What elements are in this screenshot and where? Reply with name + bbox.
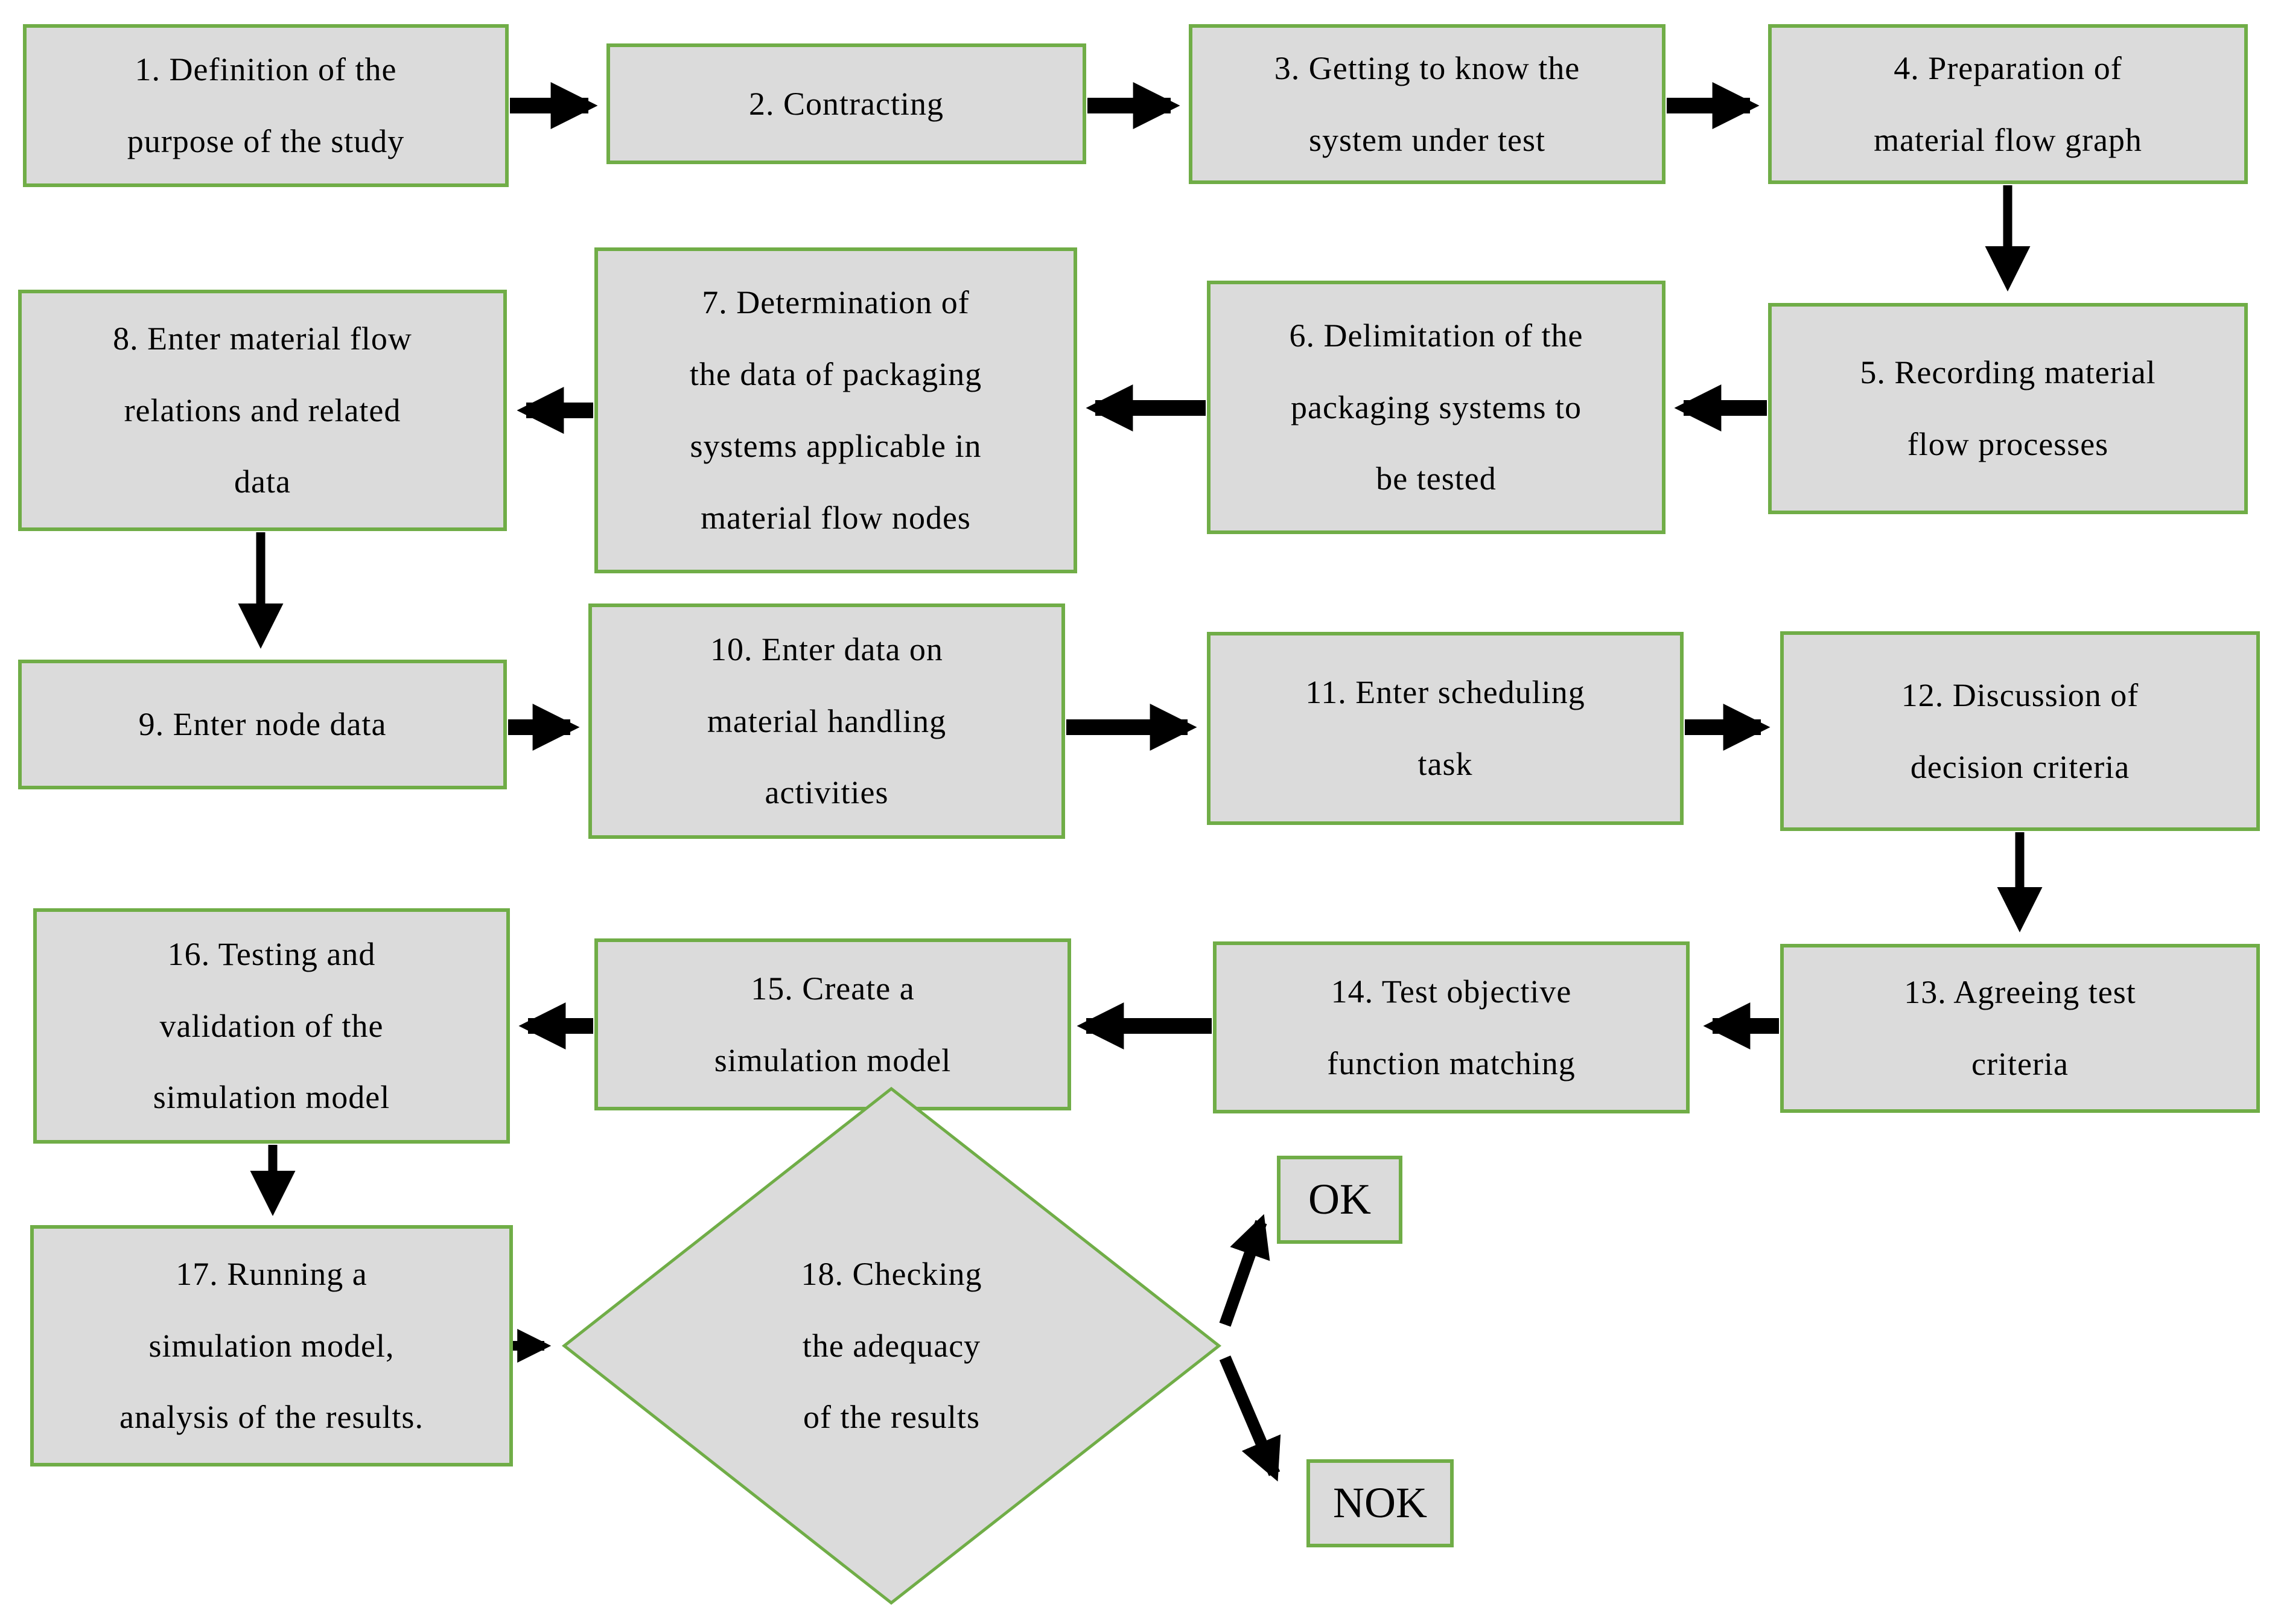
step-14-box: 14. Test objective function matching <box>1213 941 1690 1113</box>
step-16-box: 16. Testing and validation of the simula… <box>33 908 510 1144</box>
step-9-box: 9. Enter node data <box>18 660 507 789</box>
ok-label: OK <box>1308 1175 1371 1224</box>
step-9-label: 9. Enter node data <box>138 706 387 743</box>
step-17-box: 17. Running a simulation model, analysis… <box>30 1225 513 1466</box>
step-13-box: 13. Agreeing test criteria <box>1780 944 2260 1113</box>
step-7-label: 7. Determination of the data of packagin… <box>689 284 982 536</box>
step-15-box: 15. Create a simulation model <box>594 938 1071 1110</box>
step-17-label: 17. Running a simulation model, analysis… <box>119 1255 424 1436</box>
step-11-box: 11. Enter scheduling task <box>1207 632 1684 825</box>
step-6-box: 6. Delimitation of the packaging systems… <box>1207 281 1666 534</box>
step-10-box: 10. Enter data on material handling acti… <box>588 603 1065 839</box>
step-2-label: 2. Contracting <box>749 85 944 122</box>
ok-box: OK <box>1277 1156 1402 1244</box>
step-12-label: 12. Discussion of decision criteria <box>1901 677 2139 785</box>
step-5-label: 5. Recording material flow processes <box>1860 354 2156 462</box>
step-14-label: 14. Test objective function matching <box>1327 973 1576 1081</box>
arrow-18-to-ok <box>1219 1214 1270 1327</box>
step-15-label: 15. Create a simulation model <box>714 970 952 1078</box>
step-7-box: 7. Determination of the data of packagin… <box>594 247 1077 573</box>
step-8-label: 8. Enter material flow relations and rel… <box>113 320 412 500</box>
step-6-label: 6. Delimitation of the packaging systems… <box>1289 317 1583 497</box>
step-1-label: 1. Definition of the purpose of the stud… <box>127 51 405 159</box>
step-5-box: 5. Recording material flow processes <box>1768 303 2248 514</box>
step-4-box: 4. Preparation of material flow graph <box>1768 24 2248 184</box>
nok-box: NOK <box>1306 1459 1454 1547</box>
diamond-shape <box>561 1086 1222 1605</box>
arrow-18-to-nok <box>1219 1355 1281 1482</box>
step-1-box: 1. Definition of the purpose of the stud… <box>23 24 509 187</box>
decision-18-diamond: 18. Checking the adequacy of the results <box>561 1086 1222 1605</box>
decision-18-label: 18. Checking the adequacy of the results <box>801 1255 982 1436</box>
step-11-label: 11. Enter scheduling task <box>1305 674 1585 782</box>
step-4-label: 4. Preparation of material flow graph <box>1874 49 2142 158</box>
step-8-box: 8. Enter material flow relations and rel… <box>18 290 507 531</box>
step-16-label: 16. Testing and validation of the simula… <box>153 935 390 1116</box>
step-13-label: 13. Agreeing test criteria <box>1904 974 2136 1082</box>
step-12-box: 12. Discussion of decision criteria <box>1780 631 2260 831</box>
nok-label: NOK <box>1333 1479 1427 1527</box>
step-2-box: 2. Contracting <box>606 43 1086 164</box>
step-3-box: 3. Getting to know the system under test <box>1189 24 1666 184</box>
step-3-label: 3. Getting to know the system under test <box>1274 49 1580 158</box>
step-10-label: 10. Enter data on material handling acti… <box>707 631 947 811</box>
